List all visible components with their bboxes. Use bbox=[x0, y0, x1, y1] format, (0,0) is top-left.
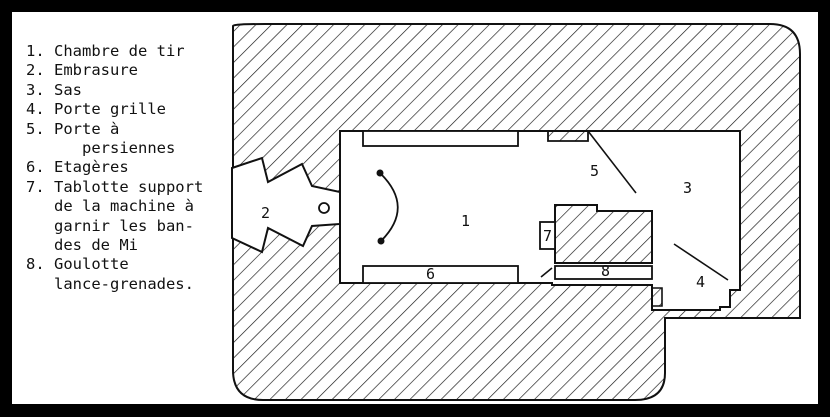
grille-door bbox=[673, 243, 729, 281]
label-8: 8 bbox=[601, 262, 610, 280]
legend-list: 1. Chambre de tir 2. Embrasure 3. Sas 4.… bbox=[26, 42, 203, 294]
arc-end-top bbox=[376, 169, 384, 177]
label-3: 3 bbox=[683, 179, 692, 197]
legend-item-sas: 3. Sas bbox=[26, 80, 82, 99]
legend-item-goulotte: 8. Goulotte lance-grenades. bbox=[26, 255, 194, 293]
label-7: 7 bbox=[543, 227, 552, 245]
label-4: 4 bbox=[696, 273, 705, 291]
door-recess bbox=[547, 130, 589, 142]
legend-item-etageres: 6. Etagères bbox=[26, 158, 129, 177]
embrasure-opening bbox=[231, 156, 341, 254]
step-detail bbox=[651, 287, 663, 307]
grenade-chute bbox=[554, 265, 653, 280]
chute-mark bbox=[540, 267, 553, 278]
legend-item-porte-a-persiennes: 5. Porte à persiennes bbox=[26, 119, 176, 158]
machine-support-shelf bbox=[539, 221, 556, 250]
legend-item-tablotte-support: 7. Tablotte support de la machine à garn… bbox=[26, 177, 204, 255]
legend-item-chambre-de-tir: 1. Chambre de tir bbox=[26, 42, 185, 60]
traverse-arc bbox=[379, 172, 399, 242]
label-5: 5 bbox=[590, 162, 599, 180]
concrete-block bbox=[232, 23, 801, 401]
label-1: 1 bbox=[461, 212, 470, 230]
label-6: 6 bbox=[426, 265, 435, 283]
legend-item-porte-grille: 4. Porte grille bbox=[26, 100, 166, 119]
inner-wall-block bbox=[554, 204, 653, 264]
legend-item-embrasure: 2. Embrasure bbox=[26, 61, 138, 80]
embrasure-port-icon bbox=[318, 202, 330, 214]
label-2: 2 bbox=[261, 204, 270, 222]
shelf-top bbox=[362, 130, 519, 147]
louvred-door bbox=[587, 130, 637, 194]
shelf-bottom bbox=[362, 265, 519, 284]
arc-end-bottom bbox=[377, 237, 385, 245]
